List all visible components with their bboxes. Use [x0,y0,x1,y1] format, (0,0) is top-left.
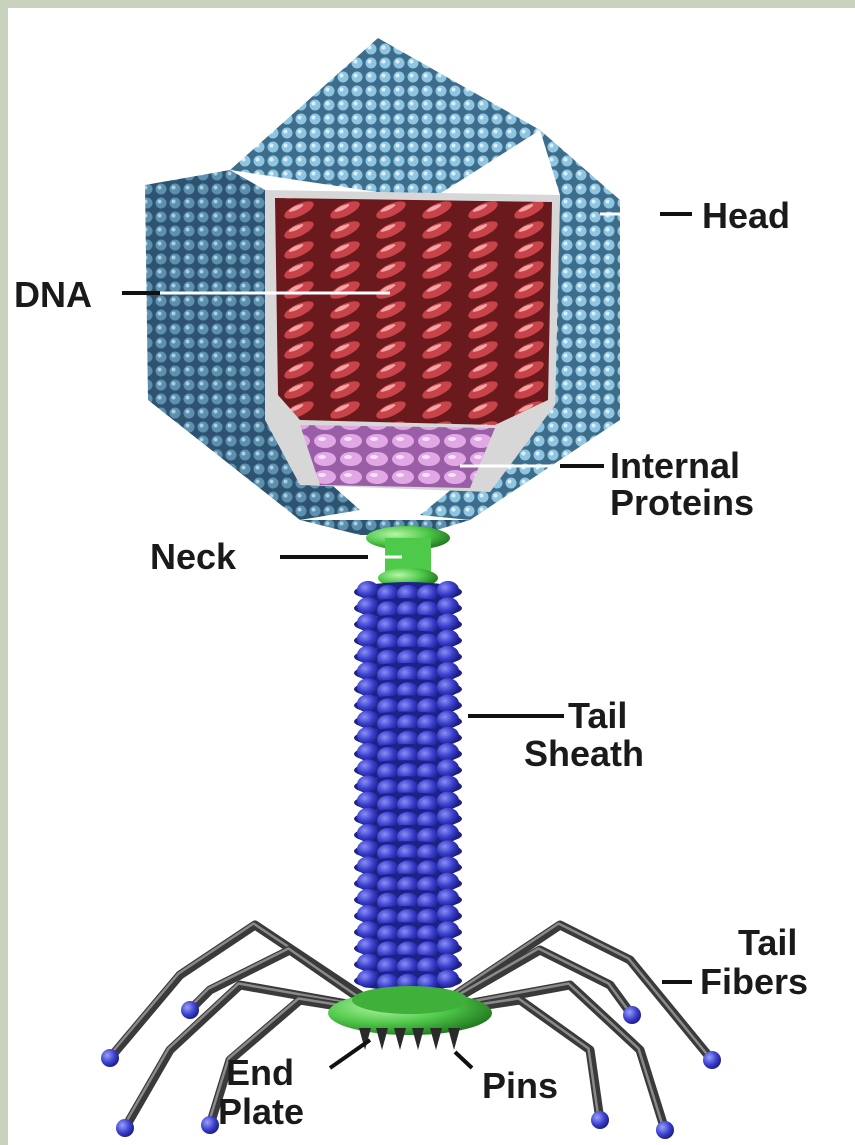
tail-sheath-bead [437,678,459,696]
tail-sheath-bead [437,597,459,615]
end-plate-label-line2: Plate [218,1091,304,1132]
internal-proteins-label-line1: Internal [610,445,740,486]
tail-sheath-bead [357,678,379,696]
end-plate-label-line1: End [226,1052,294,1093]
tail-fiber-tip [623,1006,641,1024]
tail-sheath-bead [437,921,459,939]
tail-sheath-bead [437,824,459,842]
pin [394,1028,406,1050]
pin [448,1028,460,1050]
tail-sheath-bead [437,630,459,648]
tail-sheath-bead [357,937,379,955]
tail-sheath-bead [437,711,459,729]
tail-sheath-bead [437,727,459,745]
end-plate-leader [330,1040,370,1068]
tail-sheath-bead [437,840,459,858]
tail-sheath-bead [357,921,379,939]
tail-fiber-tip [201,1116,219,1134]
tail-fiber-tip [591,1111,609,1129]
tail-sheath-bead [437,759,459,777]
tail-sheath-bead [357,856,379,874]
tail-sheath-bead [357,970,379,988]
tail-fibers-label-line1: Tail [738,922,797,963]
pin [430,1028,442,1050]
tail-sheath-bead [437,856,459,874]
tail-sheath-bead [437,775,459,793]
tail-sheath-bead [357,775,379,793]
tail-fiber-tip [703,1051,721,1069]
tail-sheath-bead [357,597,379,615]
tail-sheath-label-line1: Tail [568,695,627,736]
tail-sheath-bead [357,613,379,631]
pin [376,1028,388,1050]
tail-sheath-bead [357,905,379,923]
tail-sheath-bead [357,743,379,761]
tail-sheath-bead [357,759,379,777]
tail-sheath-bead [357,808,379,826]
tail-fiber-tip [116,1119,134,1137]
tail-sheath-bead [357,954,379,972]
tail-sheath-bead [437,873,459,891]
tail-sheath-bead [357,873,379,891]
pin [412,1028,424,1050]
tail-sheath-bead [437,581,459,599]
neck-label: Neck [150,536,237,577]
tail-sheath-bead [357,792,379,810]
head-label: Head [702,195,790,236]
tail-sheath-bead [357,581,379,599]
capsid-top-face [230,38,540,200]
internal-proteins-label-line2: Proteins [610,482,754,523]
end-plate-ring [352,986,468,1014]
tail-sheath-bead [437,937,459,955]
dna-label: DNA [14,274,92,315]
dna-packed [275,198,552,425]
tail-fiber-tip [101,1049,119,1067]
tail-sheath-bead [357,889,379,907]
tail-sheath-bead [357,840,379,858]
internal-proteins-cluster [300,425,495,488]
tail-sheath-bead [357,646,379,664]
tail-fiber-tip [181,1001,199,1019]
tail-sheath-bead [357,711,379,729]
tail-sheath-bead [437,613,459,631]
tail-sheath-bead [357,694,379,712]
tail-sheath-bead [437,889,459,907]
capsid-head [145,38,620,535]
tail-sheath-bead [357,824,379,842]
tail-sheath-bead [437,970,459,988]
tail-sheath-label-line2: Sheath [524,733,644,774]
tail-sheath-bead [357,662,379,680]
tail-sheath-bead [437,743,459,761]
pins-label: Pins [482,1065,558,1106]
tail-sheath-bead [437,646,459,664]
tail-sheath-bead [357,727,379,745]
pins-leader [455,1052,472,1068]
tail-sheath-bead [437,808,459,826]
tail-sheath-bead [437,694,459,712]
tail-fibers-label-line2: Fibers [700,961,808,1002]
tail-fiber-tip [656,1121,674,1139]
tail-sheath-bead [437,954,459,972]
tail-sheath-bead [437,905,459,923]
tail-sheath-bead [437,792,459,810]
tail-sheath-bead [357,630,379,648]
tail-sheath [354,581,462,992]
tail-sheath-bead [437,662,459,680]
